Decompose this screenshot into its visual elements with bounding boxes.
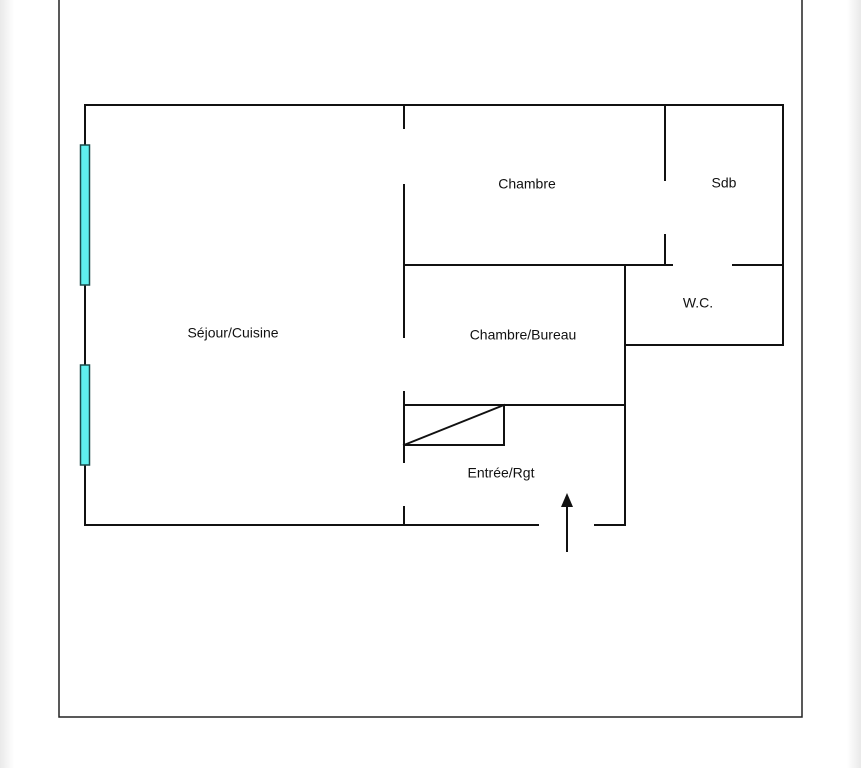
window-upper [79, 144, 91, 286]
walls [84, 104, 784, 526]
room-label-bureau: Chambre/Bureau [470, 327, 577, 343]
entrance-arrow-icon [561, 493, 573, 552]
room-label-sejour: Séjour/Cuisine [187, 325, 278, 341]
room-label-chambre: Chambre [498, 176, 556, 192]
windows [79, 144, 91, 466]
room-label-sdb: Sdb [712, 175, 737, 191]
page-edge-right [847, 0, 861, 768]
window-lower [79, 364, 91, 466]
closet-outline [403, 404, 505, 446]
closet-diagonal [402, 403, 506, 447]
storage-closet [402, 403, 506, 447]
page-edge-left [0, 0, 14, 768]
page-frame [58, 0, 803, 718]
room-label-entree: Entrée/Rgt [468, 465, 535, 481]
room-label-wc: W.C. [683, 295, 713, 311]
